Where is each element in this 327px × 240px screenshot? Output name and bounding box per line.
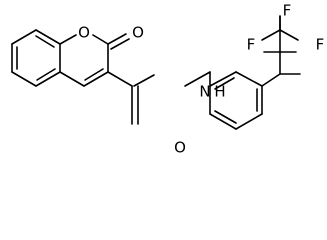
- trifluoromethyl-group: [261, 15, 301, 87]
- ring-oxygen-label: O: [78, 24, 90, 42]
- amide-oxygen-label: O: [174, 139, 186, 157]
- amide-group: [107, 71, 211, 125]
- structure-diagram: O O O N H F F F: [11, 2, 325, 157]
- lactone-carbonyl-oxygen-label: O: [132, 24, 144, 42]
- fluorine-label-top: F: [283, 2, 292, 20]
- fluorine-label-right: F: [316, 36, 325, 54]
- fluorine-label-left: F: [247, 36, 256, 54]
- amide-nitrogen-label: N: [199, 83, 210, 101]
- pyranone-ring: [59, 33, 130, 87]
- benzo-ring: [11, 29, 61, 87]
- amide-hydrogen-label: H: [214, 83, 225, 101]
- phenyl-ring: [209, 71, 263, 130]
- molecule-canvas: O O O N H F F F: [11, 2, 325, 157]
